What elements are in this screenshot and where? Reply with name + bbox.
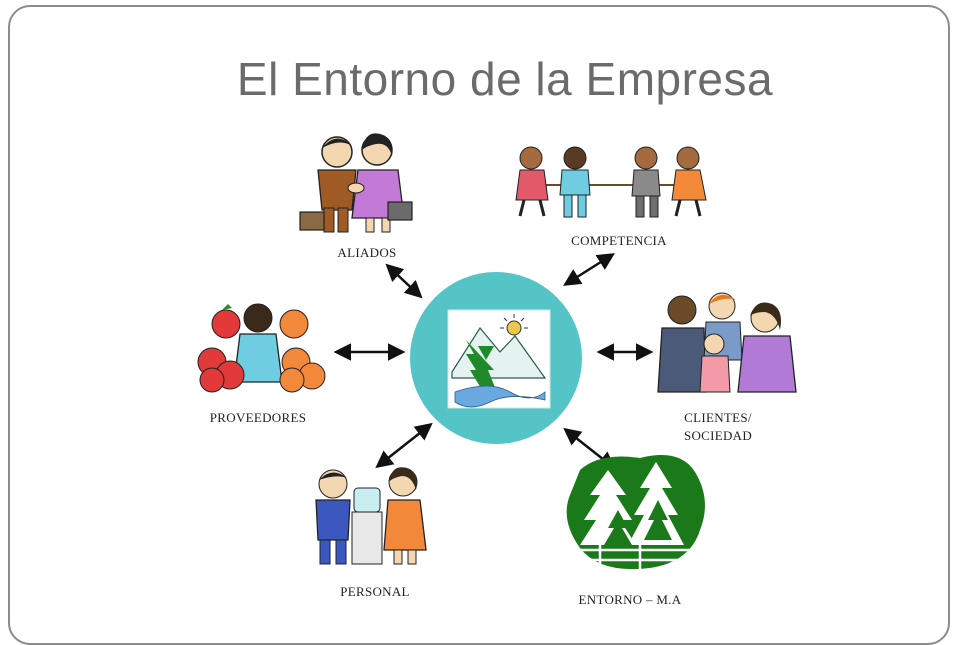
label-personal: PERSONAL bbox=[340, 584, 410, 599]
landscape-icon bbox=[447, 309, 551, 409]
clientes-node: CLIENTES/ SOCIEDAD bbox=[657, 292, 797, 443]
arrow-aliados bbox=[385, 263, 423, 299]
label-aliados: ALIADOS bbox=[337, 245, 396, 260]
aliados-node: ALIADOS bbox=[299, 133, 413, 260]
arrows bbox=[333, 253, 654, 470]
tug-of-war-icon bbox=[515, 146, 707, 218]
fruit-vendor-icon bbox=[197, 303, 326, 393]
label-clientes-line2: SOCIEDAD bbox=[684, 428, 752, 443]
competencia-node: COMPETENCIA bbox=[515, 146, 707, 248]
personal-node: PERSONAL bbox=[315, 467, 427, 599]
label-entorno: ENTORNO – M.A bbox=[579, 592, 682, 607]
forest-icon bbox=[566, 455, 705, 570]
entorno-diagram: ALIADOS COMPETENCIA bbox=[197, 133, 797, 607]
proveedores-node: PROVEEDORES bbox=[197, 303, 326, 425]
water-cooler-people-icon bbox=[315, 467, 427, 565]
page-title: El Entorno de la Empresa bbox=[236, 53, 774, 105]
label-clientes-line1: CLIENTES/ bbox=[684, 410, 752, 425]
arrow-personal bbox=[375, 422, 433, 469]
family-group-icon bbox=[657, 292, 797, 393]
center-node bbox=[410, 272, 582, 444]
handshake-people-icon bbox=[299, 133, 413, 233]
label-competencia: COMPETENCIA bbox=[571, 233, 667, 248]
entorno-node: ENTORNO – M.A bbox=[566, 455, 705, 607]
label-proveedores: PROVEEDORES bbox=[210, 410, 306, 425]
arrow-competencia bbox=[563, 253, 615, 286]
